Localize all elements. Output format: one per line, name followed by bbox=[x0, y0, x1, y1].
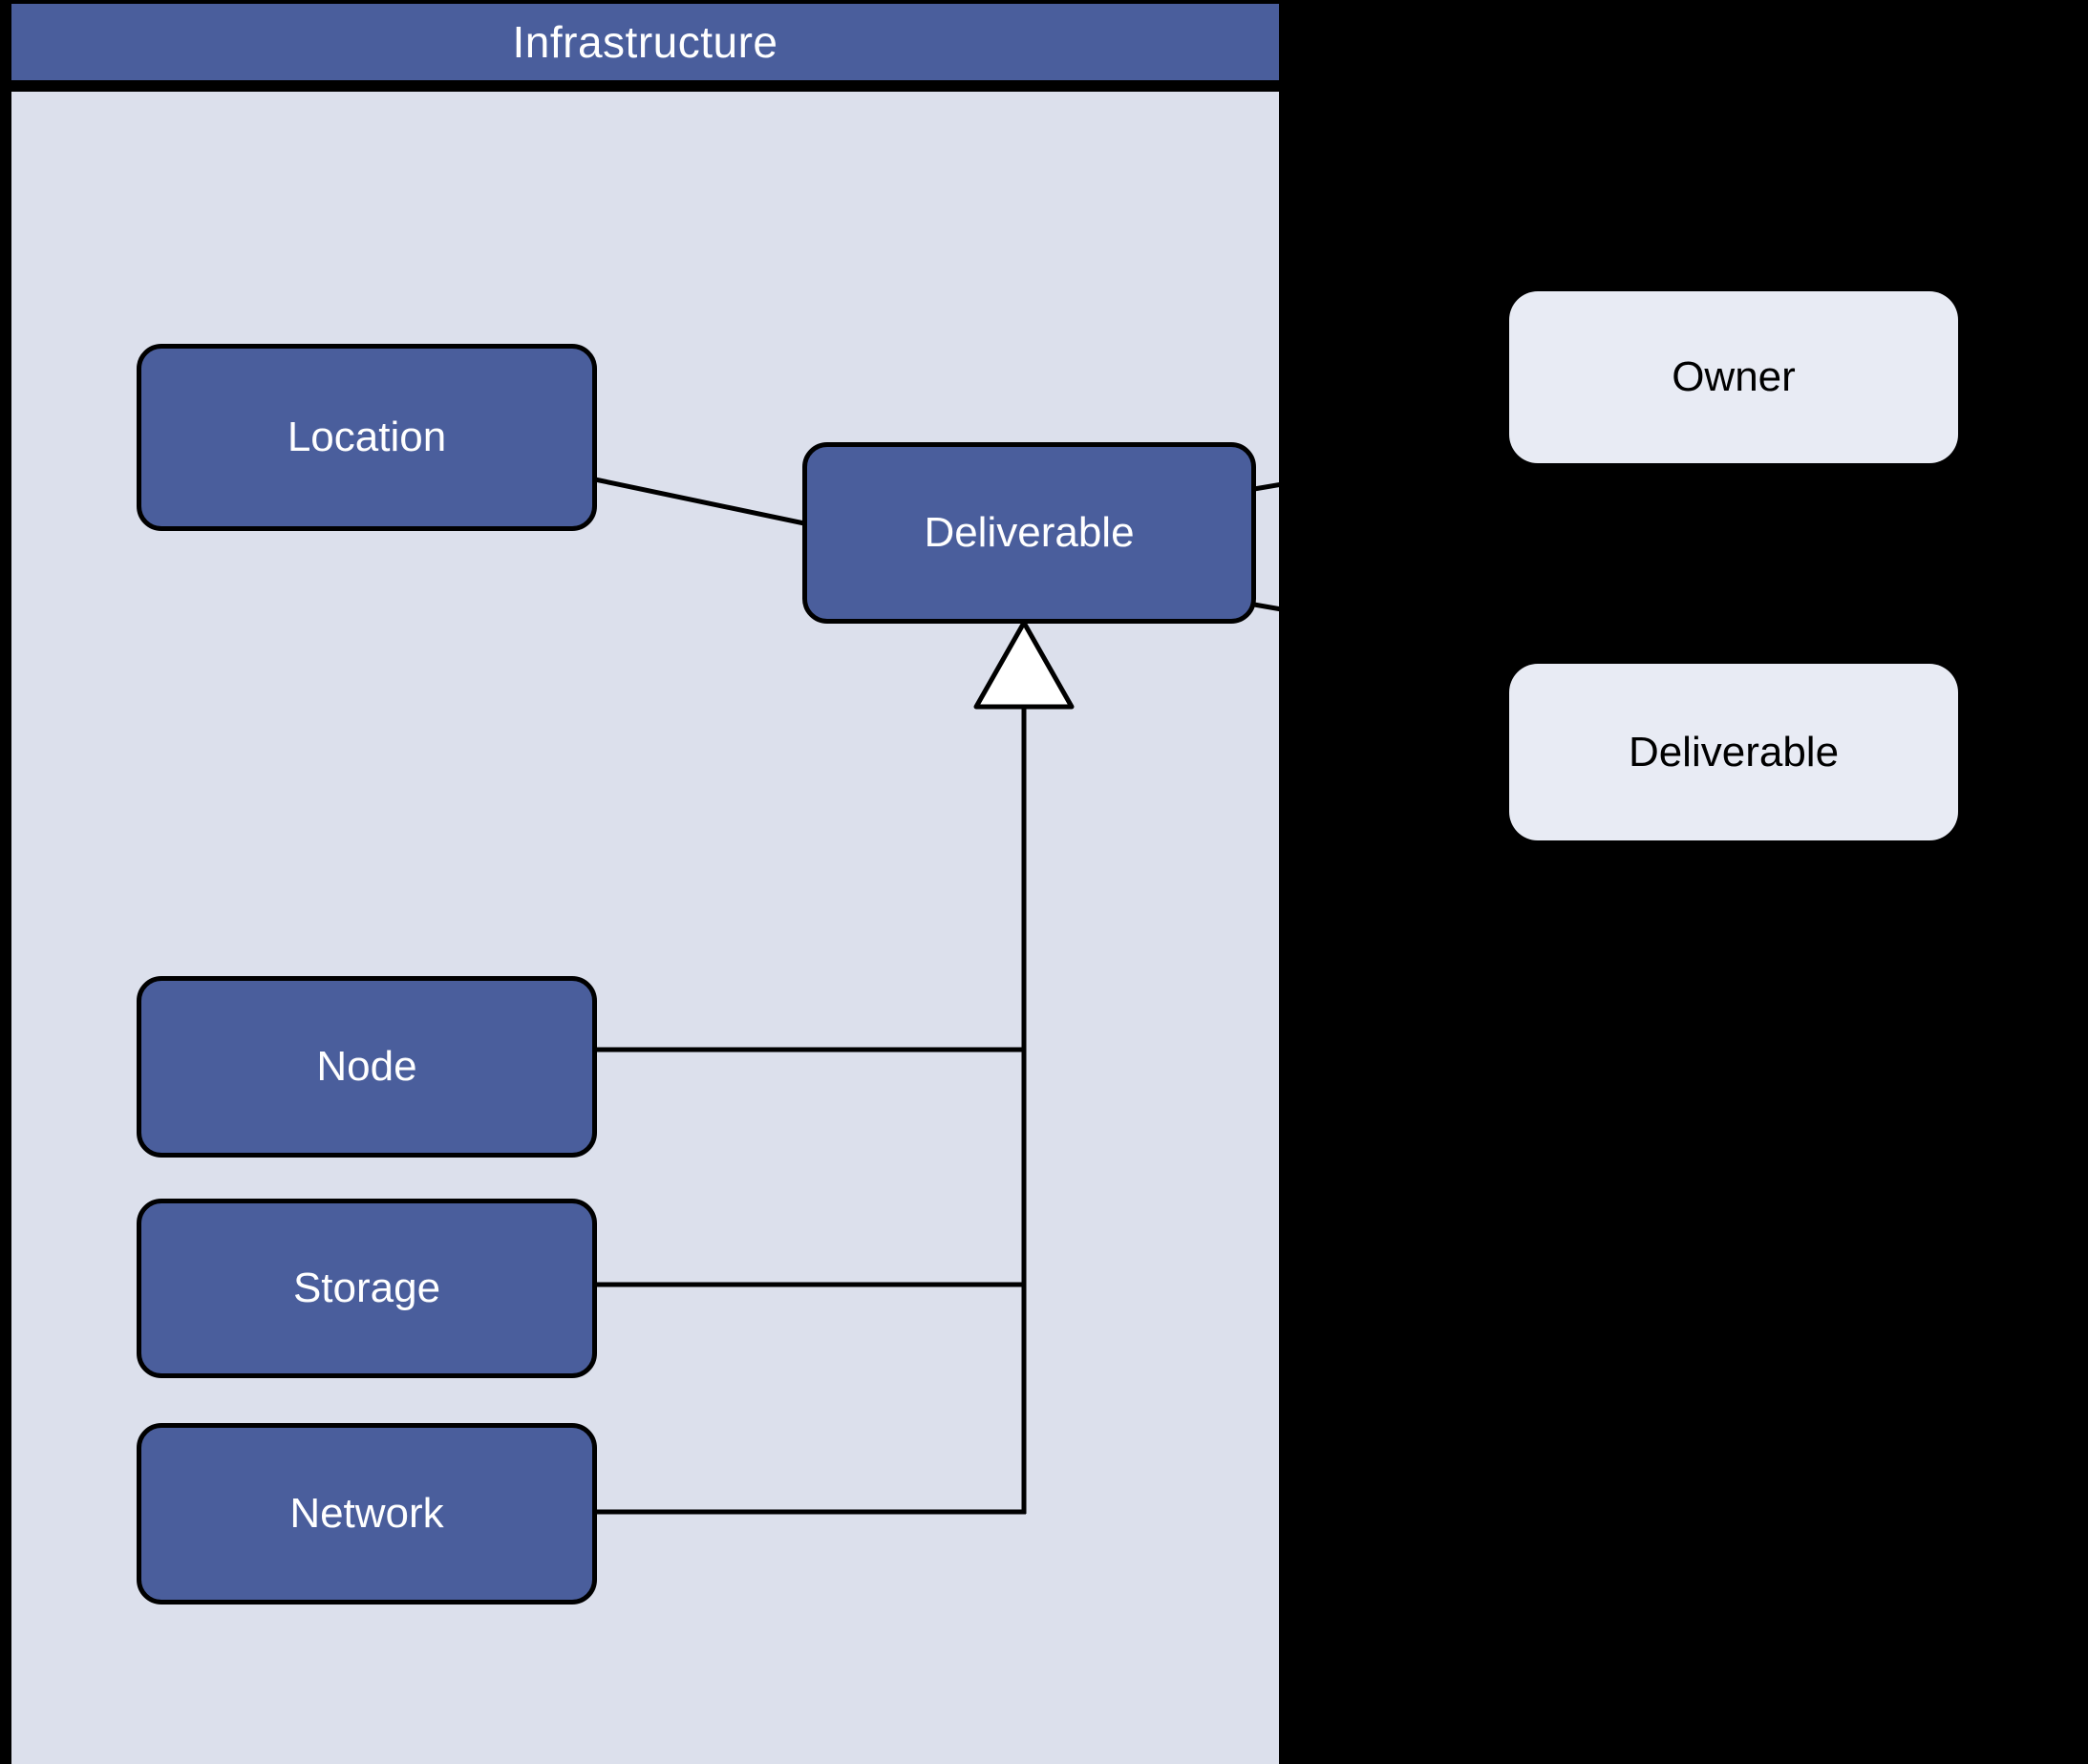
package-title: Infrastructure bbox=[512, 17, 778, 67]
class-box-deliverable[interactable]: Deliverable bbox=[802, 442, 1256, 624]
external-box-deliverable[interactable]: Deliverable bbox=[1509, 664, 1958, 840]
external-label-deliverable: Deliverable bbox=[1628, 728, 1840, 776]
class-label-storage: Storage bbox=[292, 1265, 441, 1311]
class-box-location[interactable]: Location bbox=[137, 344, 597, 531]
class-label-network: Network bbox=[289, 1490, 444, 1537]
class-box-storage[interactable]: Storage bbox=[137, 1199, 597, 1378]
edge-deliverable-deliverable bbox=[1253, 602, 1513, 652]
class-label-location: Location bbox=[287, 414, 447, 460]
external-label-owner: Owner bbox=[1672, 353, 1796, 400]
class-label-node: Node bbox=[316, 1043, 417, 1090]
edge-deliverable-owner bbox=[1253, 442, 1513, 492]
class-box-network[interactable]: Network bbox=[137, 1423, 597, 1605]
package-header: Infrastructure bbox=[8, 0, 1283, 84]
class-box-node[interactable]: Node bbox=[137, 976, 597, 1158]
external-box-owner[interactable]: Owner bbox=[1509, 291, 1958, 463]
class-label-deliverable: Deliverable bbox=[924, 509, 1135, 556]
